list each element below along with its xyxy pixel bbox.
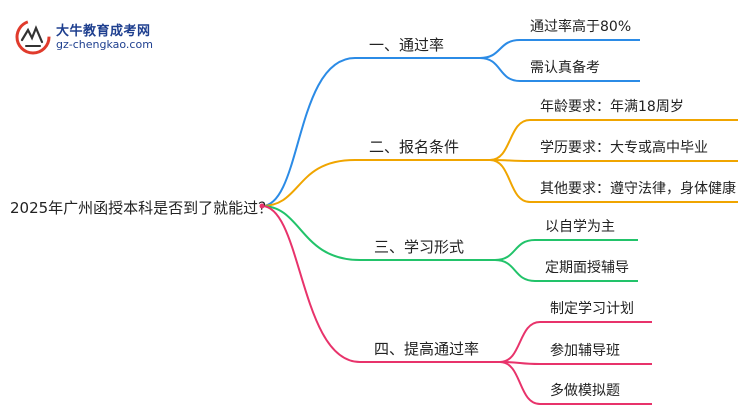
branch-3-child-1-label: 以自学为主 xyxy=(545,219,615,235)
branch-2-child-3-label: 其他要求：遵守法律，身体健康 xyxy=(540,180,736,197)
branch-1-label: 一、通过率 xyxy=(369,36,444,54)
branch-3-label: 三、学习形式 xyxy=(374,238,464,256)
logo-title: 大牛教育成考网 xyxy=(56,24,151,39)
branch-4-label: 四、提高通过率 xyxy=(374,340,479,358)
branch-2-child-2-label: 学历要求：大专或高中毕业 xyxy=(540,139,708,156)
site-logo: 大牛教育成考网 gz-chengkao.com xyxy=(14,18,164,58)
branch-3-child-1-connector xyxy=(494,239,536,261)
branch-2-child-3-connector xyxy=(489,159,531,203)
branch-1-child-2-connector xyxy=(479,57,521,82)
branch-1-child-2-label: 需认真备考 xyxy=(530,59,600,76)
branch-4-child-3-label: 多做模拟题 xyxy=(550,382,620,399)
branch-1-child-1-connector xyxy=(479,39,521,59)
branch-4-child-1-label: 制定学习计划 xyxy=(550,301,634,317)
branch-3-child-2-label: 定期面授辅导 xyxy=(545,260,629,276)
logo-mark-icon xyxy=(15,19,51,55)
root-connector-dot xyxy=(259,203,265,209)
logo-url: gz-chengkao.com xyxy=(56,38,153,51)
branch-2-child-1-label: 年龄要求：年满18周岁 xyxy=(540,99,684,115)
branch-3-child-2-connector xyxy=(494,259,536,282)
branch-4-child-3-connector xyxy=(499,361,541,405)
branch-2-connector xyxy=(261,159,356,207)
root-topic: 2025年广州函授本科是否到了就能过？ xyxy=(10,199,273,217)
branch-4-child-2-label: 参加辅导班 xyxy=(550,342,620,359)
branch-2-child-1-connector xyxy=(489,119,531,161)
branch-3-connector xyxy=(261,205,361,261)
branch-1-child-1-label: 通过率高于80% xyxy=(530,18,631,35)
branch-4-connector xyxy=(261,205,361,363)
branch-2-label: 二、报名条件 xyxy=(369,138,459,156)
branch-1-connector xyxy=(261,57,356,207)
branch-4-child-1-connector xyxy=(499,321,541,363)
